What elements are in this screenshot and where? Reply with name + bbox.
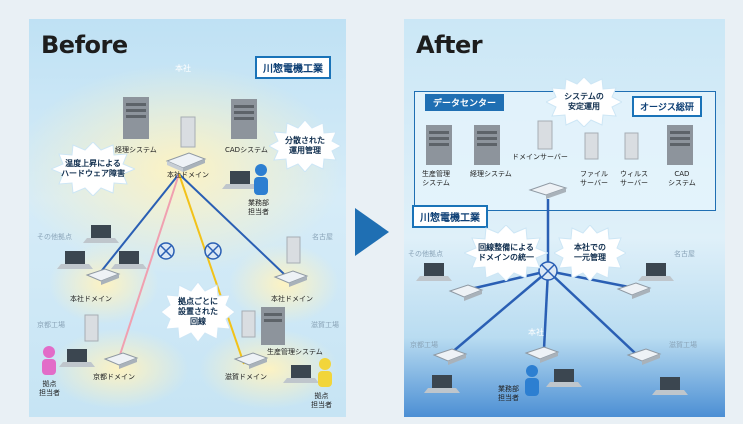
person-icon-staff (254, 164, 268, 195)
site-staff-shiga-label: 拠点 担当者 (311, 392, 332, 409)
site-staff-kyoto-label: 拠点 担当者 (39, 380, 60, 397)
after-network-graphic (416, 120, 693, 396)
switch-icon-datacenter (528, 182, 568, 199)
production-system-label-before: 生産管理システム (267, 348, 323, 356)
burst-heat-text: 温度上昇による ハードウェア障害 (61, 159, 125, 178)
company-tag-after: 川惣電機工業 (412, 205, 488, 228)
person-icon-shiga (318, 358, 332, 387)
server-icon-accounting (123, 97, 149, 139)
vendor-tag: オージス総研 (632, 96, 702, 117)
burst-central: 本社での 一元管理 (554, 225, 626, 281)
before-title: Before (41, 31, 128, 59)
domain-server-label: ドメインサーバー (512, 153, 568, 161)
accounting-system-label: 経理システム (115, 146, 157, 154)
site-other-label-after: その他拠点 (408, 250, 443, 258)
burst-lines: 拠点ごとに 設置された 回線 (161, 282, 235, 342)
hq-label-before: 本社 (175, 64, 191, 73)
server-icon-nagoya (286, 236, 301, 264)
server-icon-shiga-1 (241, 310, 256, 338)
laptop-icon-other-2 (57, 251, 93, 269)
burst-unify-text: 回線整備による ドメインの統一 (478, 243, 534, 262)
burst-unify: 回線整備による ドメインの統一 (464, 225, 548, 281)
router-icon-after (538, 261, 558, 281)
switch-icon-hq (165, 152, 207, 172)
site-shiga-label-after: 滋賀工場 (669, 341, 697, 349)
router-icon-left (157, 242, 175, 260)
burst-lines-text: 拠点ごとに 設置された 回線 (178, 297, 218, 326)
file-server-label: ファイル サーバー (580, 170, 608, 187)
switch-icon-nagoya (273, 270, 309, 287)
server-icon-kyoto (84, 314, 99, 342)
burst-central-text: 本社での 一元管理 (574, 243, 606, 262)
burst-stable: システムの 安定運用 (546, 77, 622, 127)
server-icon-cad (231, 99, 257, 139)
burst-stable-text: システムの 安定運用 (564, 92, 604, 111)
switch-icon-other (85, 268, 121, 285)
switch-icon-kyoto (103, 352, 139, 369)
site-kyoto-label-before: 京都工場 (37, 321, 65, 329)
laptop-icon-kyoto-after (424, 375, 460, 393)
laptop-icon-other-3 (111, 251, 147, 269)
virus-server-label: ウィルス サーバー (620, 170, 648, 187)
after-title: After (416, 31, 483, 59)
datacenter-label: データセンター (425, 94, 505, 111)
domain-other-label: 本社ドメイン (70, 295, 112, 303)
switch-icon-hq-after (524, 346, 560, 363)
server-icon-shiga-2 (261, 307, 285, 345)
switch-icon-nagoya-after (616, 282, 652, 299)
server-icon-cad-after (667, 125, 693, 165)
site-shiga-label-before: 滋賀工場 (311, 321, 339, 329)
cad-system-label-after: CAD システム (668, 170, 696, 187)
laptop-icon-hq (222, 171, 258, 189)
person-icon-staff-after (525, 365, 539, 396)
cad-system-label: CADシステム (225, 146, 268, 154)
before-to-after-arrow (355, 208, 389, 256)
person-icon-kyoto (42, 346, 56, 375)
domain-nagoya-label: 本社ドメイン (271, 295, 313, 303)
laptop-icon-other-1 (83, 225, 119, 243)
laptop-icon-shiga (283, 365, 319, 383)
domain-kyoto-label: 京都ドメイン (93, 373, 135, 381)
staff-label-after: 業務部 担当者 (498, 385, 519, 402)
hq-domain-label: 本社ドメイン (167, 171, 209, 179)
server-icon-domain-after (537, 120, 553, 150)
before-panel: Before 川惣電機工業 本社 経理システム CADシステム 本社ドメイン 業… (29, 19, 346, 417)
staff-label-before: 業務部 担当者 (248, 199, 269, 216)
site-nagoya-label-before: 名古屋 (312, 233, 333, 241)
before-network-graphic (29, 64, 344, 409)
laptop-icon-kyoto (59, 349, 95, 367)
server-icon-file (584, 132, 599, 160)
switch-icon-shiga-after (626, 348, 662, 365)
switch-icon-shiga (233, 352, 269, 369)
site-kyoto-label-after: 京都工場 (410, 341, 438, 349)
server-icon-production (426, 125, 452, 165)
burst-distributed-text: 分散された 運用管理 (285, 136, 325, 155)
after-panel: After データセンター (404, 19, 725, 417)
router-icon-right (204, 242, 222, 260)
accounting-system-label-after: 経理システム (470, 170, 512, 178)
laptop-icon-other-after (416, 263, 452, 281)
burst-distributed: 分散された 運用管理 (269, 120, 341, 172)
production-system-label-after: 生産管理 システム (422, 170, 450, 187)
domain-shiga-label: 滋賀ドメイン (225, 373, 267, 381)
switch-icon-other-after (448, 284, 484, 301)
company-tag-before: 川惣電機工業 (255, 56, 331, 79)
server-icon-accounting-after (474, 125, 500, 165)
server-icon-virus (624, 132, 639, 160)
site-other-label-before: その他拠点 (37, 233, 72, 241)
switch-icon-kyoto-after (432, 348, 468, 365)
laptop-icon-hq-after (546, 369, 582, 387)
server-icon-hq (180, 116, 196, 148)
burst-heat: 温度上昇による ハードウェア障害 (51, 142, 135, 196)
laptop-icon-shiga-after (652, 377, 688, 395)
site-nagoya-label-after: 名古屋 (674, 250, 695, 258)
hq-label-after: 本社 (528, 328, 544, 337)
laptop-icon-nagoya-after (638, 263, 674, 281)
